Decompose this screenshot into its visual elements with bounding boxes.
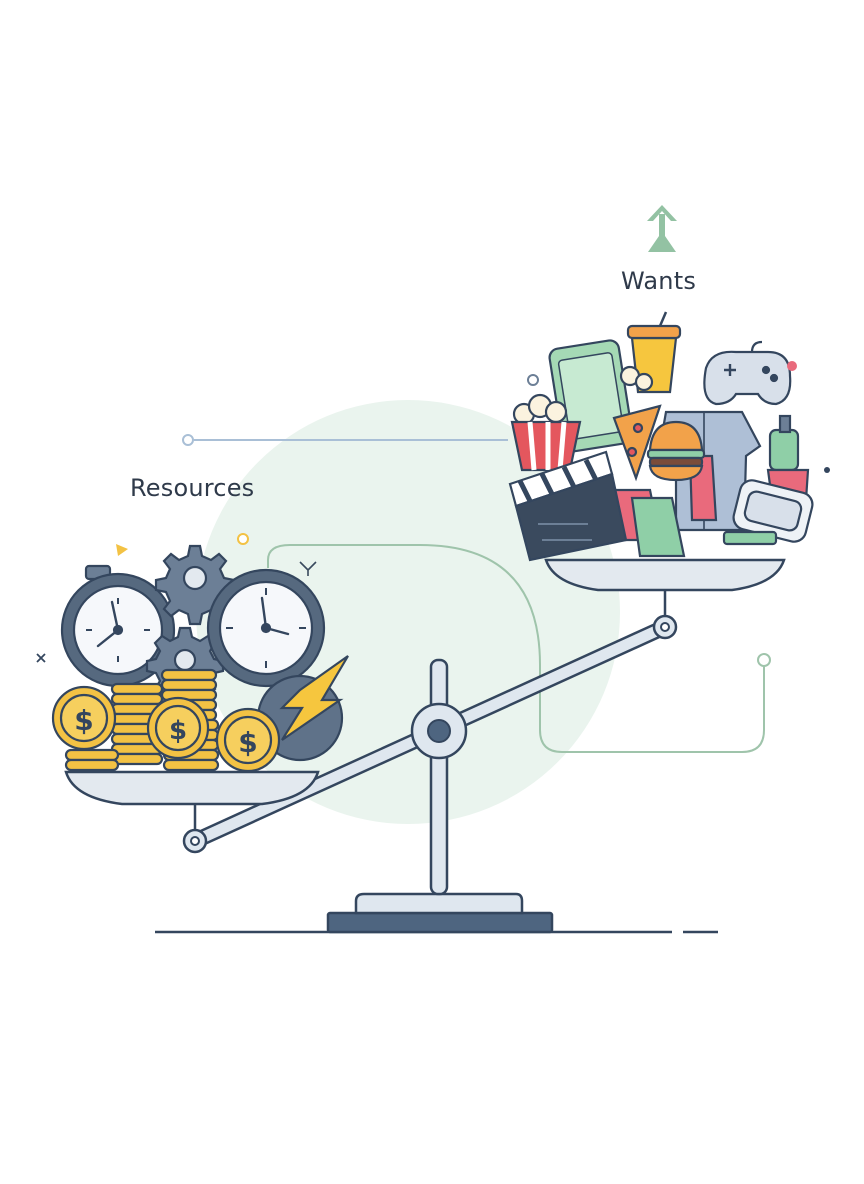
vr-headset-icon <box>722 479 814 546</box>
connector-lines <box>182 434 771 753</box>
stopwatch-icon <box>60 564 176 688</box>
sparkle-triangle <box>116 544 128 556</box>
pointer-dot <box>182 434 194 446</box>
sparkle-dot <box>527 374 539 386</box>
pizza-icon <box>612 404 662 482</box>
left-pan <box>64 770 320 806</box>
up-arrow-icon <box>647 205 677 252</box>
burger-icon <box>646 420 706 482</box>
scale-beam <box>182 588 678 854</box>
svg-text:$: $ <box>238 726 257 759</box>
dollar-coin-icon: $ $ $ <box>51 685 281 773</box>
sparkle-dot <box>824 467 830 473</box>
game-controller-icon <box>703 340 792 406</box>
sparkle-x <box>36 653 46 663</box>
resources-label: Resources <box>130 474 255 502</box>
popcorn-icon <box>510 365 654 472</box>
clock-icon <box>206 568 326 688</box>
clapperboard-icon <box>508 450 628 562</box>
svg-text:$: $ <box>74 704 93 737</box>
wants-label: Wants <box>621 267 697 295</box>
right-pan <box>544 558 786 592</box>
svg-text:$: $ <box>169 716 187 746</box>
resources-pile: $ $ $ <box>36 533 349 773</box>
sprout-mark <box>299 561 317 576</box>
sparkle-dot <box>787 361 797 371</box>
sparkle-dot <box>237 533 249 545</box>
connector-dot <box>757 653 771 667</box>
connector-path-left <box>267 544 765 753</box>
wants-pile <box>508 311 830 562</box>
